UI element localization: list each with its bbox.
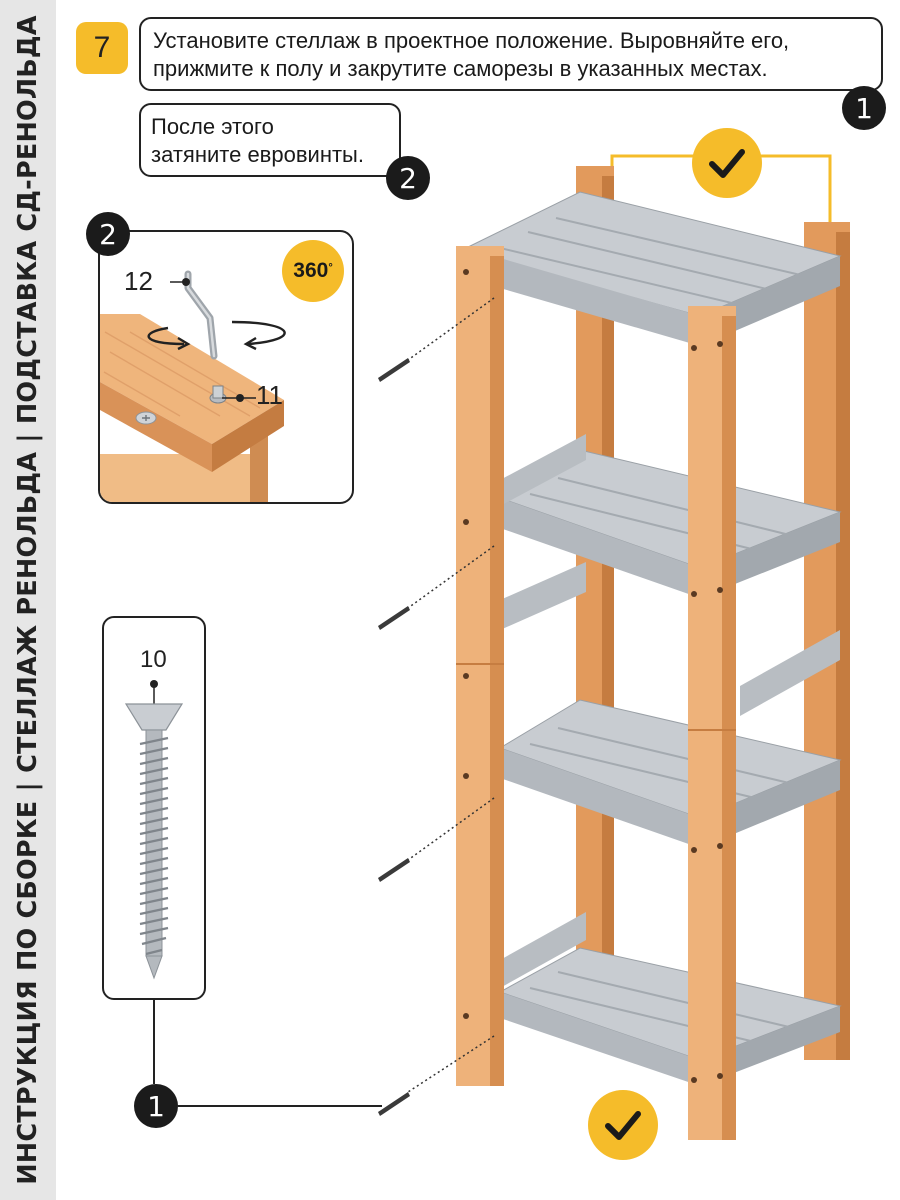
board-side <box>212 400 284 472</box>
detail-badge: 2 <box>86 212 130 256</box>
side-band: ИНСТРУКЦИЯ ПО СБОРКЕ | СТЕЛЛАЖ РЕНОЛЬДА … <box>0 0 56 1200</box>
screw-detail-panel: 10 <box>102 616 206 1000</box>
part-label-11: 11 <box>256 380 283 410</box>
main-instruction-badge: 1 <box>842 86 886 130</box>
bottom-check-badge <box>588 1090 658 1160</box>
main-instruction-line-2: прижмите к полу и закрутите саморезы в у… <box>153 56 768 81</box>
rotation-360-badge: 360° <box>282 240 344 302</box>
part-label-10: 10 <box>140 646 167 673</box>
sub-instruction-line-1: После этого <box>151 114 274 139</box>
screw-badge: 1 <box>134 1084 178 1128</box>
check-icon <box>709 149 745 178</box>
top-check-badge <box>692 128 762 198</box>
part-label-12: 12 <box>124 266 153 296</box>
shelf-top <box>460 191 842 346</box>
sub-instruction-line-2: затяните евровинты. <box>151 142 364 167</box>
main-instruction-callout: Установите стеллаж в проектное положение… <box>139 17 883 91</box>
shelf-2 <box>498 434 842 598</box>
board-front <box>100 382 212 472</box>
rotate-arrow-icon <box>147 326 185 346</box>
shelf-bottom <box>498 912 842 1086</box>
step-number-badge: 7 <box>76 22 128 74</box>
board-top <box>100 314 284 444</box>
euroscrew-detail-panel <box>98 230 354 504</box>
screw-illustration <box>124 680 184 980</box>
sub-instruction-badge: 2 <box>386 156 430 200</box>
check-icon <box>605 1111 641 1140</box>
shelf-3 <box>498 562 842 848</box>
rotation-unit: ° <box>328 262 333 274</box>
rotation-label: 360 <box>293 259 329 282</box>
screw-icons <box>378 358 410 1116</box>
screw-head <box>124 703 184 731</box>
euroscrew-detail-illustration <box>100 270 286 502</box>
main-instruction-line-1: Установите стеллаж в проектное положение… <box>153 28 790 53</box>
sub-instruction-callout: После этого затяните евровинты. <box>139 103 401 177</box>
